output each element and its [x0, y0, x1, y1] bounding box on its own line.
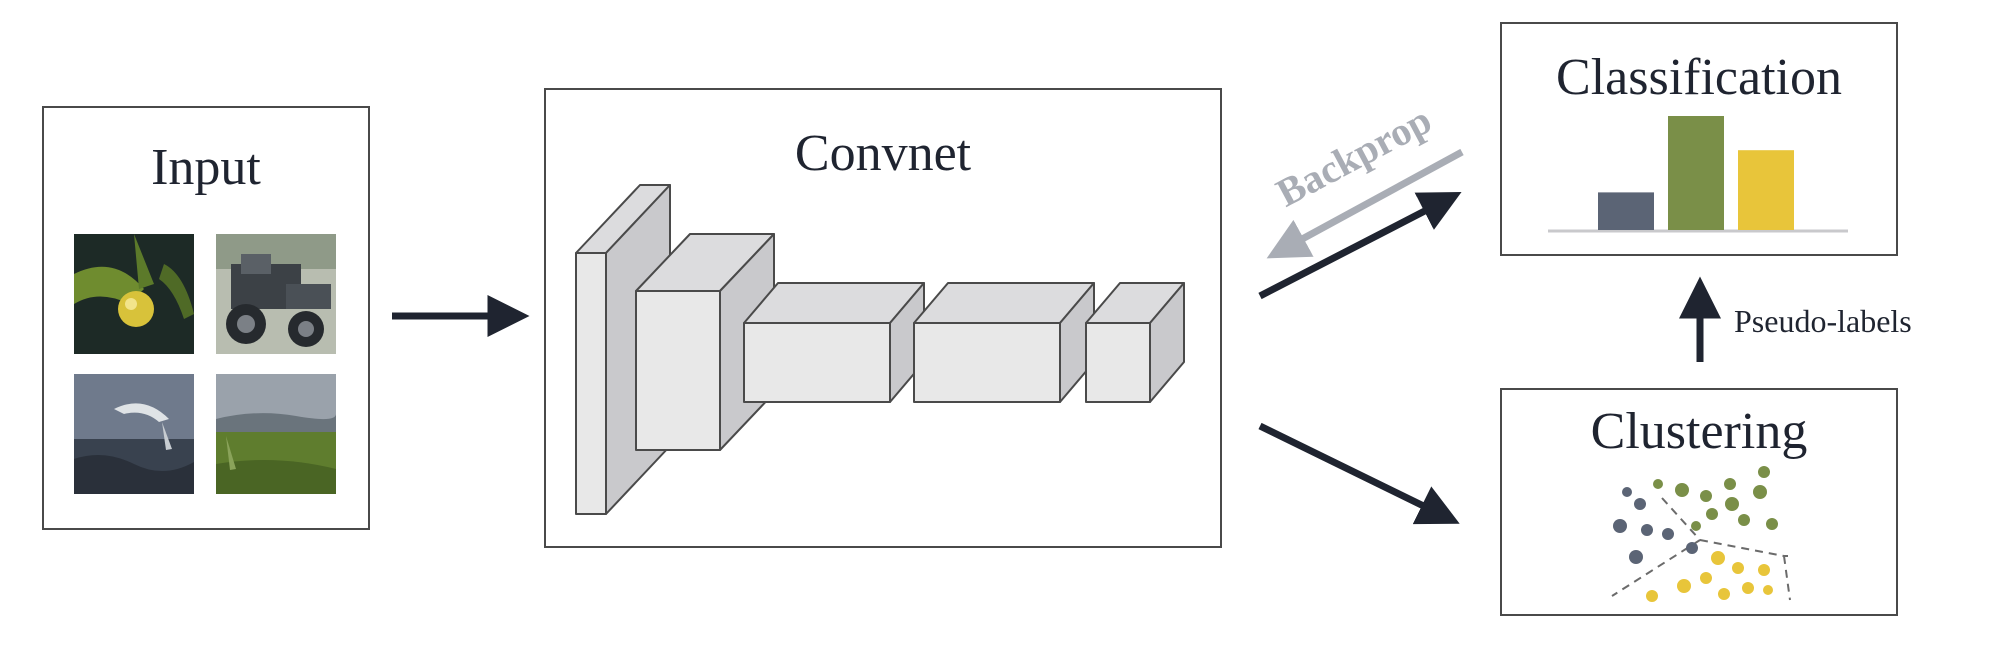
classification-bar-1 — [1598, 192, 1654, 230]
classification-bar-2 — [1668, 116, 1724, 230]
cluster-point — [1691, 521, 1701, 531]
input-panel: Input — [42, 106, 370, 530]
cluster-point — [1763, 585, 1773, 595]
cluster-point — [1613, 519, 1627, 533]
cluster-point — [1675, 483, 1689, 497]
convnet-title: Convnet — [794, 125, 972, 182]
conv-layer-4 — [913, 282, 1095, 403]
classification-title: Classification — [1556, 49, 1842, 106]
clustering-title: Clustering — [1590, 403, 1808, 460]
cluster-point — [1641, 524, 1653, 536]
classification-bars — [1598, 116, 1794, 230]
conv-layer-5 — [1085, 282, 1185, 403]
convnet-to-classification-arrow — [1258, 191, 1462, 300]
convnet-layers — [575, 184, 1185, 515]
cluster-point — [1725, 497, 1739, 511]
cluster-point — [1742, 582, 1754, 594]
cluster-point — [1753, 485, 1767, 499]
cluster-point — [1700, 572, 1712, 584]
cluster-point — [1700, 490, 1712, 502]
conv-layer-3 — [743, 282, 925, 403]
cluster-point — [1758, 564, 1770, 576]
cluster-point — [1634, 498, 1646, 510]
vintage-car-photo-icon — [216, 234, 336, 354]
classification-bar-3 — [1738, 150, 1794, 230]
cluster-point — [1646, 590, 1658, 602]
backprop-label: Backprop — [1269, 97, 1439, 216]
cluster-point — [1686, 542, 1698, 554]
cluster-point — [1629, 550, 1643, 564]
cluster-point — [1653, 479, 1663, 489]
input-title: Input — [151, 139, 261, 196]
pseudo-labels-label: Pseudo-labels — [1734, 303, 1912, 339]
cluster-point — [1711, 551, 1725, 565]
cluster-point — [1677, 579, 1691, 593]
flower-photo-icon — [74, 234, 194, 354]
cluster-point — [1724, 478, 1736, 490]
convnet-to-clustering-arrow — [1258, 422, 1460, 525]
cluster-point — [1732, 562, 1744, 574]
grassland-photo-icon — [216, 374, 336, 494]
cluster-point — [1718, 588, 1730, 600]
cluster-point — [1758, 466, 1770, 478]
cluster-point — [1738, 514, 1750, 526]
backprop-arrow — [1266, 148, 1464, 259]
clustering-panel: Clustering — [1500, 388, 1898, 616]
cluster-point — [1766, 518, 1778, 530]
cluster-dividers — [1611, 497, 1791, 601]
cluster-point — [1622, 487, 1632, 497]
cluster-point — [1706, 508, 1718, 520]
bird-photo-icon — [74, 374, 194, 494]
cluster-points — [1613, 466, 1778, 602]
cluster-point — [1662, 528, 1674, 540]
